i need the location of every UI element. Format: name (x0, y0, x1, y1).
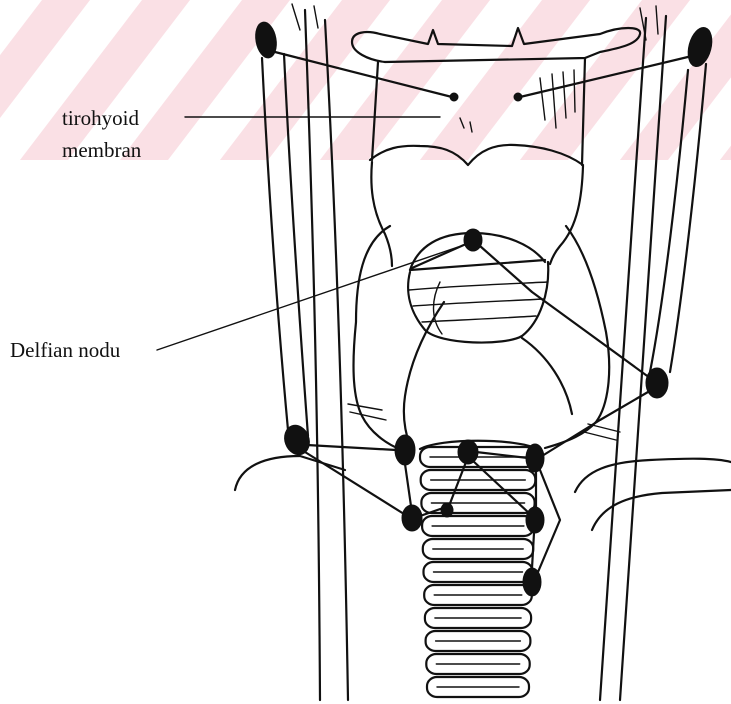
left-vessel-branch (314, 6, 318, 28)
right-carotid-outer-wall (620, 16, 666, 700)
delphian-node-label: Delfian nodu (10, 338, 121, 362)
lymph-node (523, 568, 541, 596)
lymph-line (405, 464, 411, 506)
right-lobe-fascia (584, 432, 616, 440)
thyrohyoid-membrane-label-line2: membran (62, 138, 142, 162)
thyroid-cartilage-right-lamina (550, 166, 583, 264)
thyrohyoid-node (450, 93, 458, 101)
left-clavicle-arc (235, 456, 345, 490)
thyroid-cartilage-left-lamina (371, 162, 392, 266)
thyrohyoid-membrane-right-edge (582, 58, 585, 165)
cricoid-band (413, 299, 544, 306)
lymph-line (307, 445, 396, 450)
trachea (420, 441, 538, 697)
lymph-line (542, 392, 648, 456)
thyroid-left-lobe-outer (354, 226, 402, 450)
cricoid-band (422, 316, 536, 322)
membrane-texture (574, 70, 575, 112)
lymph-node (441, 503, 453, 517)
lymph-line (305, 452, 404, 514)
thyroid-gland (348, 226, 620, 450)
lymph-node (646, 368, 668, 398)
left-lobe-fascia (348, 404, 382, 410)
watermark (0, 0, 731, 160)
left-lobe-fascia (350, 412, 386, 420)
lymph-node (526, 507, 544, 533)
lymph-line (480, 246, 650, 378)
thyroid-left-lobe-inner (404, 302, 444, 446)
thyroid-right-lobe-outer (545, 226, 609, 448)
membrane-texture (540, 78, 545, 120)
left-vessel-branch (292, 4, 300, 30)
lymph-node (402, 505, 422, 531)
thyrohyoid-node (514, 93, 522, 101)
lymph-line (532, 533, 534, 568)
delphian-lymph-node (464, 229, 482, 251)
thyroid-right-lobe-inner (522, 338, 572, 414)
hyoid-bone (352, 28, 640, 62)
delphian-node-leader-line (157, 247, 458, 350)
lymph-node (526, 444, 544, 472)
cricothyroid-base (410, 260, 545, 270)
left-carotid-inner-wall (325, 20, 348, 700)
right-clavicle-arc (575, 459, 731, 492)
lymph-node (395, 435, 415, 465)
lymph-node (281, 422, 314, 458)
left-carotid-outer-wall (305, 10, 320, 700)
thyrohyoid-membrane-label-line1: tirohyoid (62, 106, 139, 130)
lymph-node (458, 440, 478, 464)
